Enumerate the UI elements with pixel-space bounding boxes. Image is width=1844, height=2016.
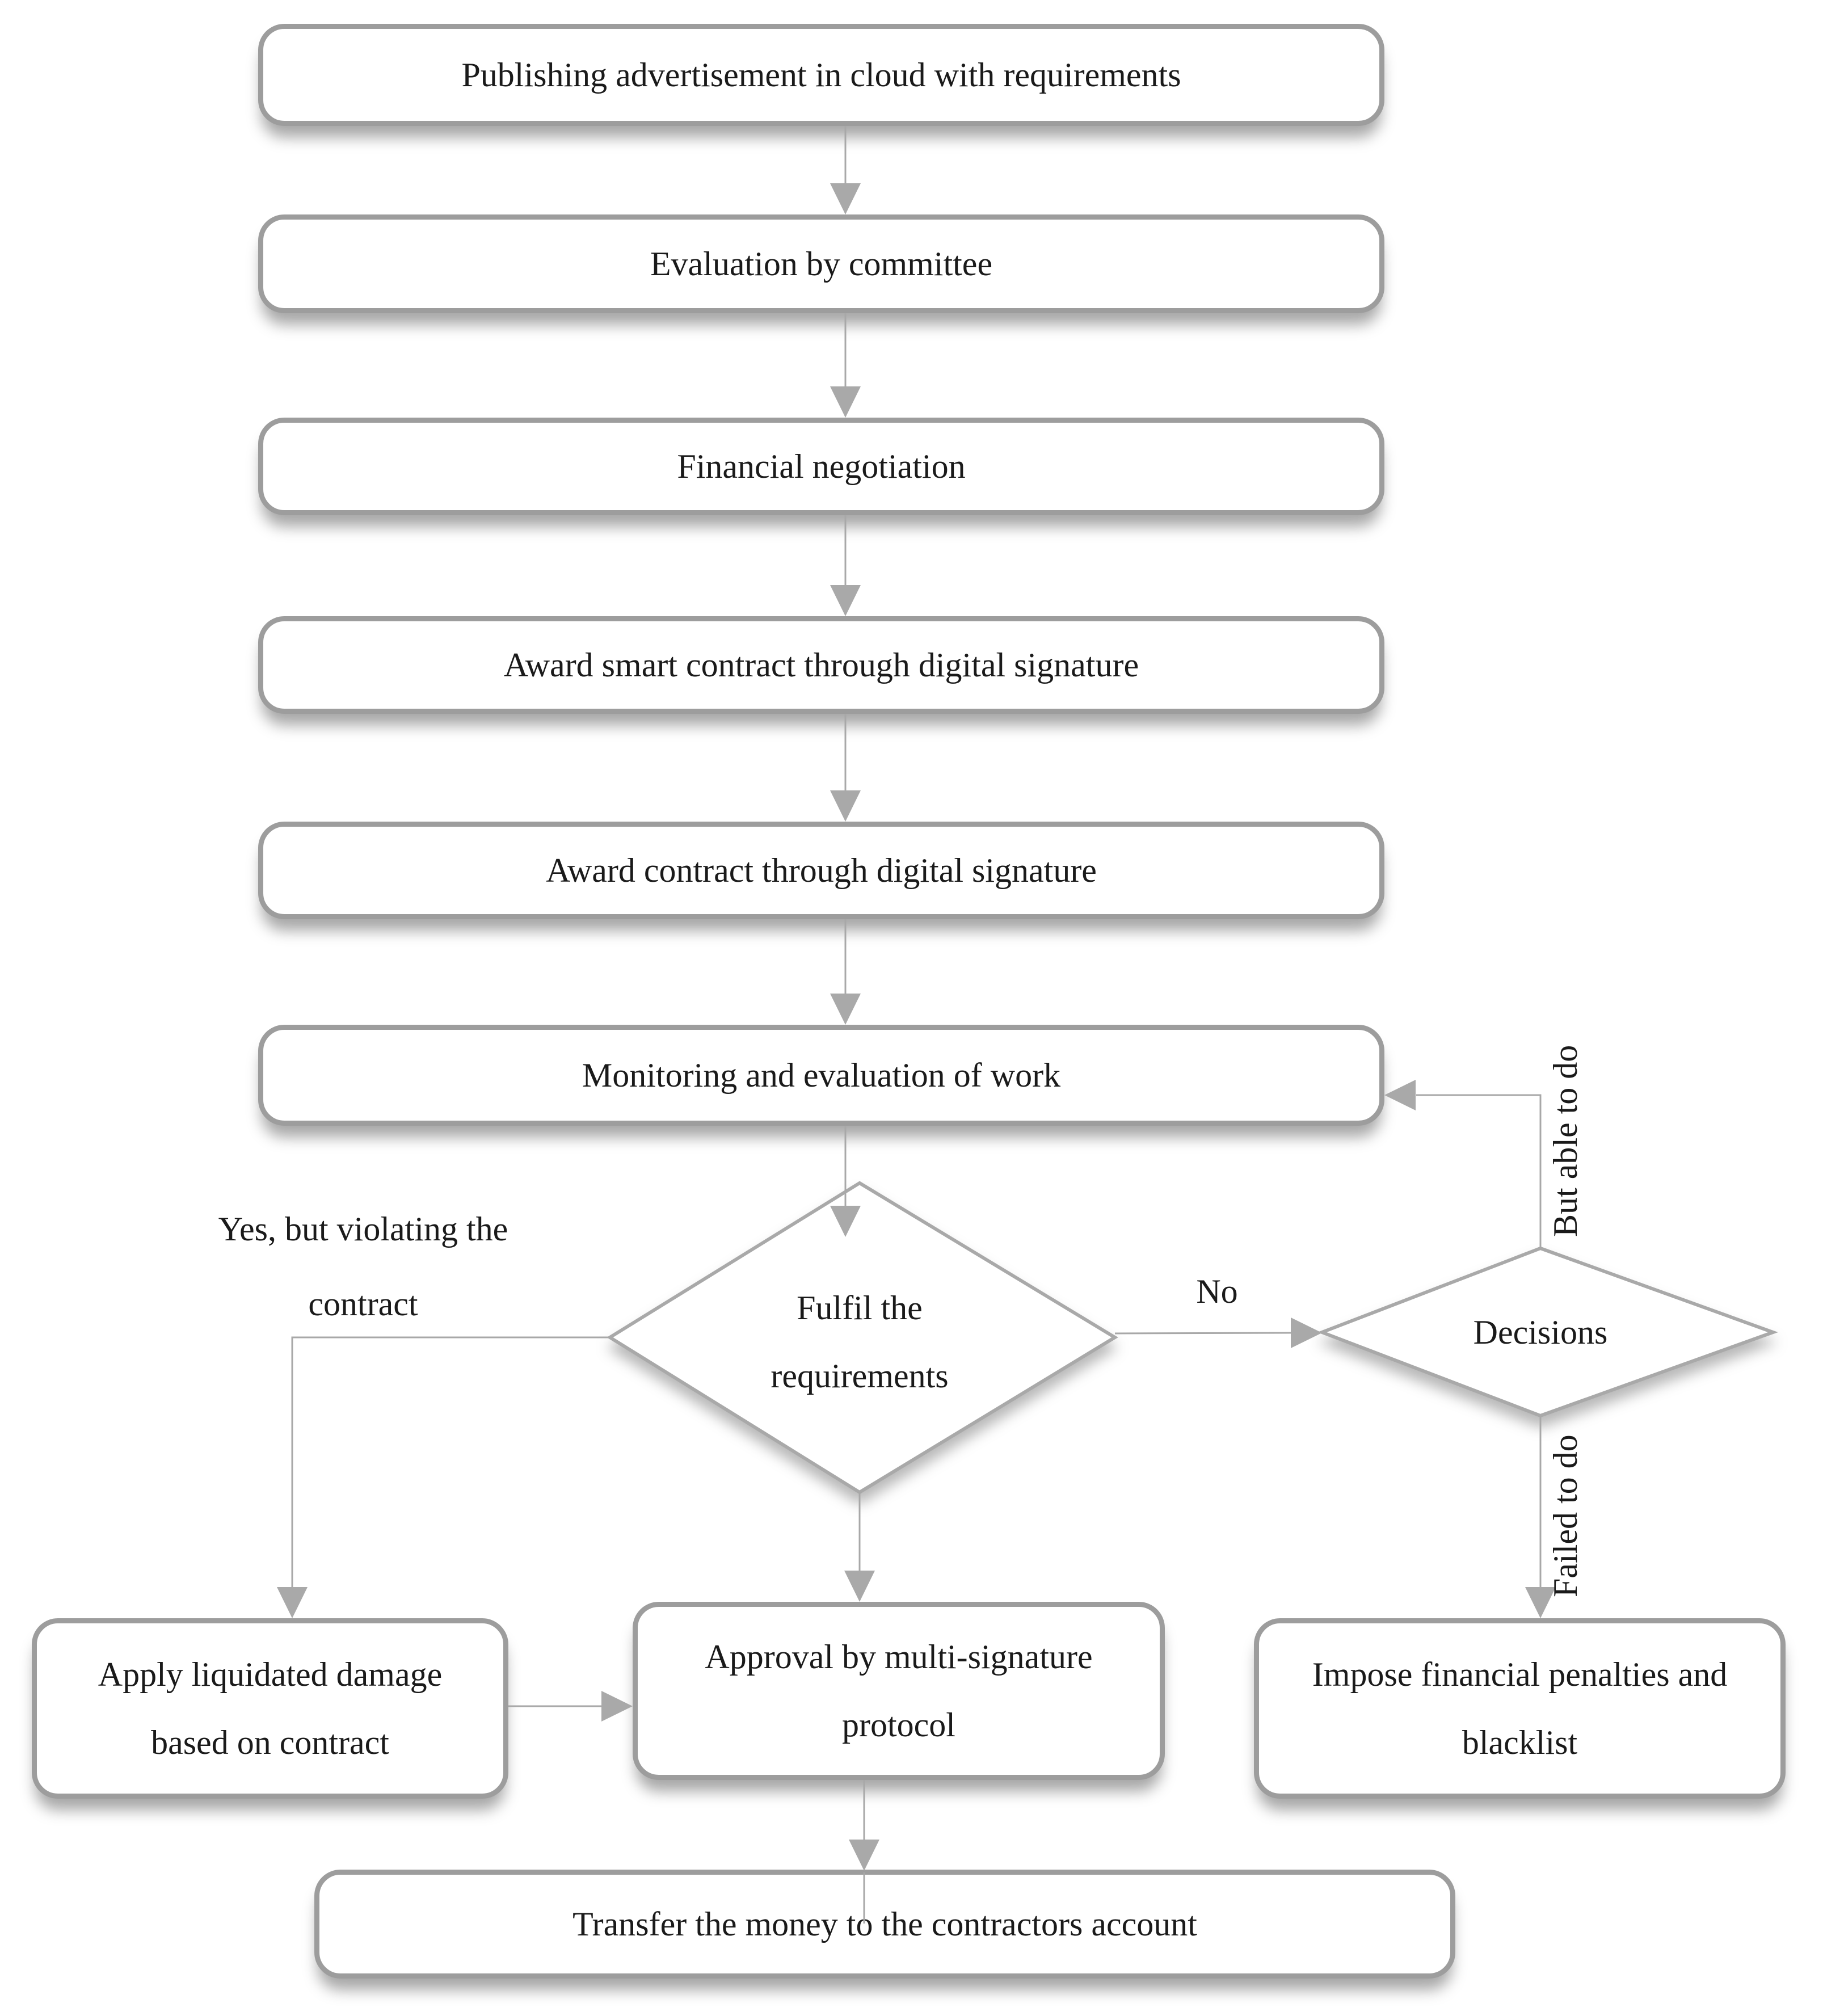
node-apply-liquidated-damage: Apply liquidated damage based on contrac… bbox=[32, 1618, 508, 1799]
node-transfer-money: Transfer the money to the contractors ac… bbox=[314, 1870, 1455, 1979]
node-financial-negotiation: Financial negotiation bbox=[258, 418, 1384, 515]
connector-decisions-loop-to-monitoring bbox=[1416, 1094, 1542, 1248]
arrowhead-fulfil-to-approval bbox=[844, 1571, 875, 1602]
arrowhead-apply-damage-to-approval bbox=[601, 1691, 633, 1722]
node-apply-liquidated-damage-label: Apply liquidated damage based on contrac… bbox=[98, 1656, 443, 1761]
edge-label-failed-to-do: Failed to do bbox=[1547, 1434, 1584, 1597]
node-publish-advertisement: Publishing advertisement in cloud with r… bbox=[258, 24, 1384, 126]
node-impose-penalties-label: Impose financial penalties and blacklist bbox=[1312, 1656, 1728, 1761]
node-award-smart-contract: Award smart contract through digital sig… bbox=[258, 616, 1384, 714]
arrowhead-decisions-loop-to-monitoring bbox=[1384, 1080, 1416, 1110]
node-evaluation-by-committee: Evaluation by committee bbox=[258, 214, 1384, 313]
edge-label-no: No bbox=[1196, 1273, 1238, 1310]
node-award-contract-label: Award contract through digital signature bbox=[546, 852, 1097, 889]
arrowhead-negotiation-to-award-smart bbox=[830, 585, 861, 616]
node-publish-advertisement-label: Publishing advertisement in cloud with r… bbox=[461, 56, 1181, 94]
arrowhead-fulfil-no-to-decisions bbox=[1291, 1318, 1322, 1348]
edge-label-but-able-to-do: But able to do bbox=[1547, 1045, 1584, 1237]
arrowhead-award-contract-to-monitoring bbox=[830, 994, 861, 1025]
node-impose-penalties: Impose financial penalties and blacklist bbox=[1254, 1618, 1786, 1799]
arrowhead-monitoring-to-fulfil bbox=[830, 1206, 861, 1237]
node-approval-multi-signature: Approval by multi-signature protocol bbox=[633, 1602, 1165, 1780]
decision-fulfil-requirements-label: Fulfil the requirements bbox=[771, 1289, 949, 1395]
arrowhead-approval-to-transfer bbox=[849, 1840, 879, 1871]
node-transfer-money-label: Transfer the money to the contractors ac… bbox=[572, 1905, 1197, 1943]
arrowhead-fulfil-yes-to-apply-damage bbox=[277, 1587, 308, 1618]
arrowhead-evaluation-to-negotiation bbox=[830, 386, 861, 418]
node-approval-multi-signature-label: Approval by multi-signature protocol bbox=[705, 1638, 1093, 1744]
decision-decisions-label: Decisions bbox=[1473, 1314, 1608, 1351]
node-monitoring-evaluation: Monitoring and evaluation of work bbox=[258, 1025, 1384, 1126]
arrowhead-publish-to-evaluation bbox=[830, 183, 861, 214]
edge-label-yes-violating-contract: Yes, but violating the contract bbox=[218, 1210, 508, 1323]
connector-fulfil-yes-to-apply-damage bbox=[291, 1336, 610, 1588]
arrowhead-award-smart-to-award-contract bbox=[830, 790, 861, 822]
node-financial-negotiation-label: Financial negotiation bbox=[677, 448, 966, 485]
node-evaluation-by-committee-label: Evaluation by committee bbox=[650, 245, 993, 283]
node-monitoring-evaluation-label: Monitoring and evaluation of work bbox=[582, 1057, 1061, 1094]
node-award-contract: Award contract through digital signature bbox=[258, 822, 1384, 919]
node-award-smart-contract-label: Award smart contract through digital sig… bbox=[503, 646, 1139, 684]
